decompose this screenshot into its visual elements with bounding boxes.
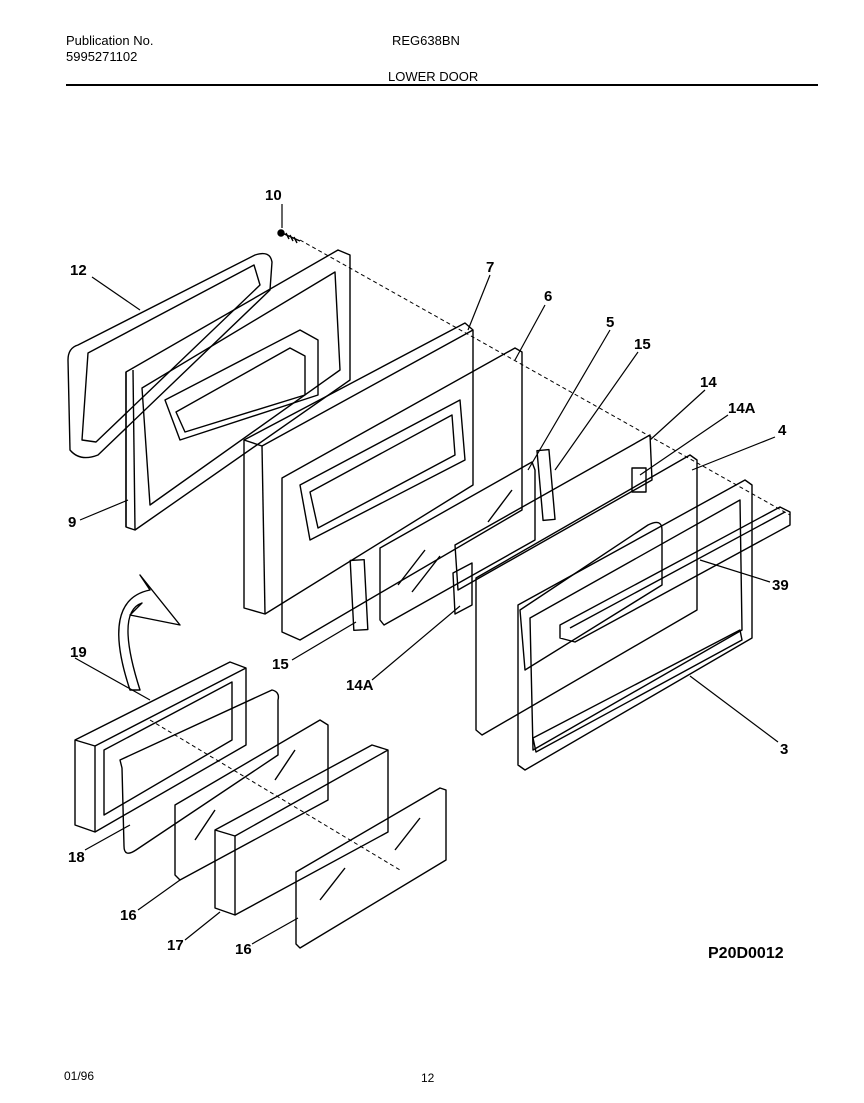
part-19-insulation-box xyxy=(74,661,247,833)
part-14a-pad-lower xyxy=(452,562,473,615)
callout-14: 14 xyxy=(700,374,717,391)
section-title: LOWER DOOR xyxy=(388,69,479,84)
part-16-glass-upper xyxy=(174,719,329,881)
header-rule xyxy=(66,84,818,86)
part-10-screw xyxy=(277,229,301,244)
publication-label: Publication No. xyxy=(66,33,154,48)
model-number: REG638BN xyxy=(392,33,460,48)
callout-7: 7 xyxy=(486,259,494,276)
callout-4: 4 xyxy=(778,422,787,439)
part-15-bracket-lower xyxy=(349,558,369,632)
callout-17: 17 xyxy=(167,937,184,954)
part-12-gasket xyxy=(67,252,273,459)
callout-labels: 10 12 7 6 5 15 14 14A 4 9 39 19 15 14A 3… xyxy=(68,187,789,962)
page-number: 12 xyxy=(421,1071,435,1085)
callout-15-upper: 15 xyxy=(634,336,651,353)
callout-9: 9 xyxy=(68,514,76,531)
callout-15-lower: 15 xyxy=(272,656,289,673)
callout-6: 6 xyxy=(544,288,552,305)
callout-3: 3 xyxy=(780,741,788,758)
part-14a-pad-upper xyxy=(631,467,647,493)
callout-18: 18 xyxy=(68,849,85,866)
part-3-trim-frame xyxy=(517,479,753,771)
callout-19: 19 xyxy=(70,644,87,661)
part-14-insulation xyxy=(454,434,653,591)
part-17-spacer-box xyxy=(214,744,389,916)
part-18-gasket xyxy=(119,689,280,854)
assembly-axis-lines xyxy=(149,239,791,871)
callout-12: 12 xyxy=(70,262,87,279)
part-7-door-frame xyxy=(243,322,474,615)
part-39-handle xyxy=(559,506,791,643)
callout-16-upper: 16 xyxy=(120,907,137,924)
drawing-code: P20D0012 xyxy=(708,945,784,962)
callout-14a-lower: 14A xyxy=(346,677,374,694)
assembly-arrow xyxy=(118,574,181,691)
footer-date: 01/96 xyxy=(64,1069,95,1083)
callout-14a-upper: 14A xyxy=(728,400,756,417)
callout-39: 39 xyxy=(772,577,789,594)
part-4-outer-panel xyxy=(475,454,698,736)
part-6-inner-panel xyxy=(281,347,523,641)
part-16-glass-lower xyxy=(295,787,447,949)
part-15-bracket-upper xyxy=(536,448,556,522)
leader-lines xyxy=(74,204,779,945)
callout-5: 5 xyxy=(606,314,614,331)
callout-16-lower: 16 xyxy=(235,941,252,958)
callout-10: 10 xyxy=(265,187,282,204)
publication-number: 5995271102 xyxy=(66,49,138,64)
